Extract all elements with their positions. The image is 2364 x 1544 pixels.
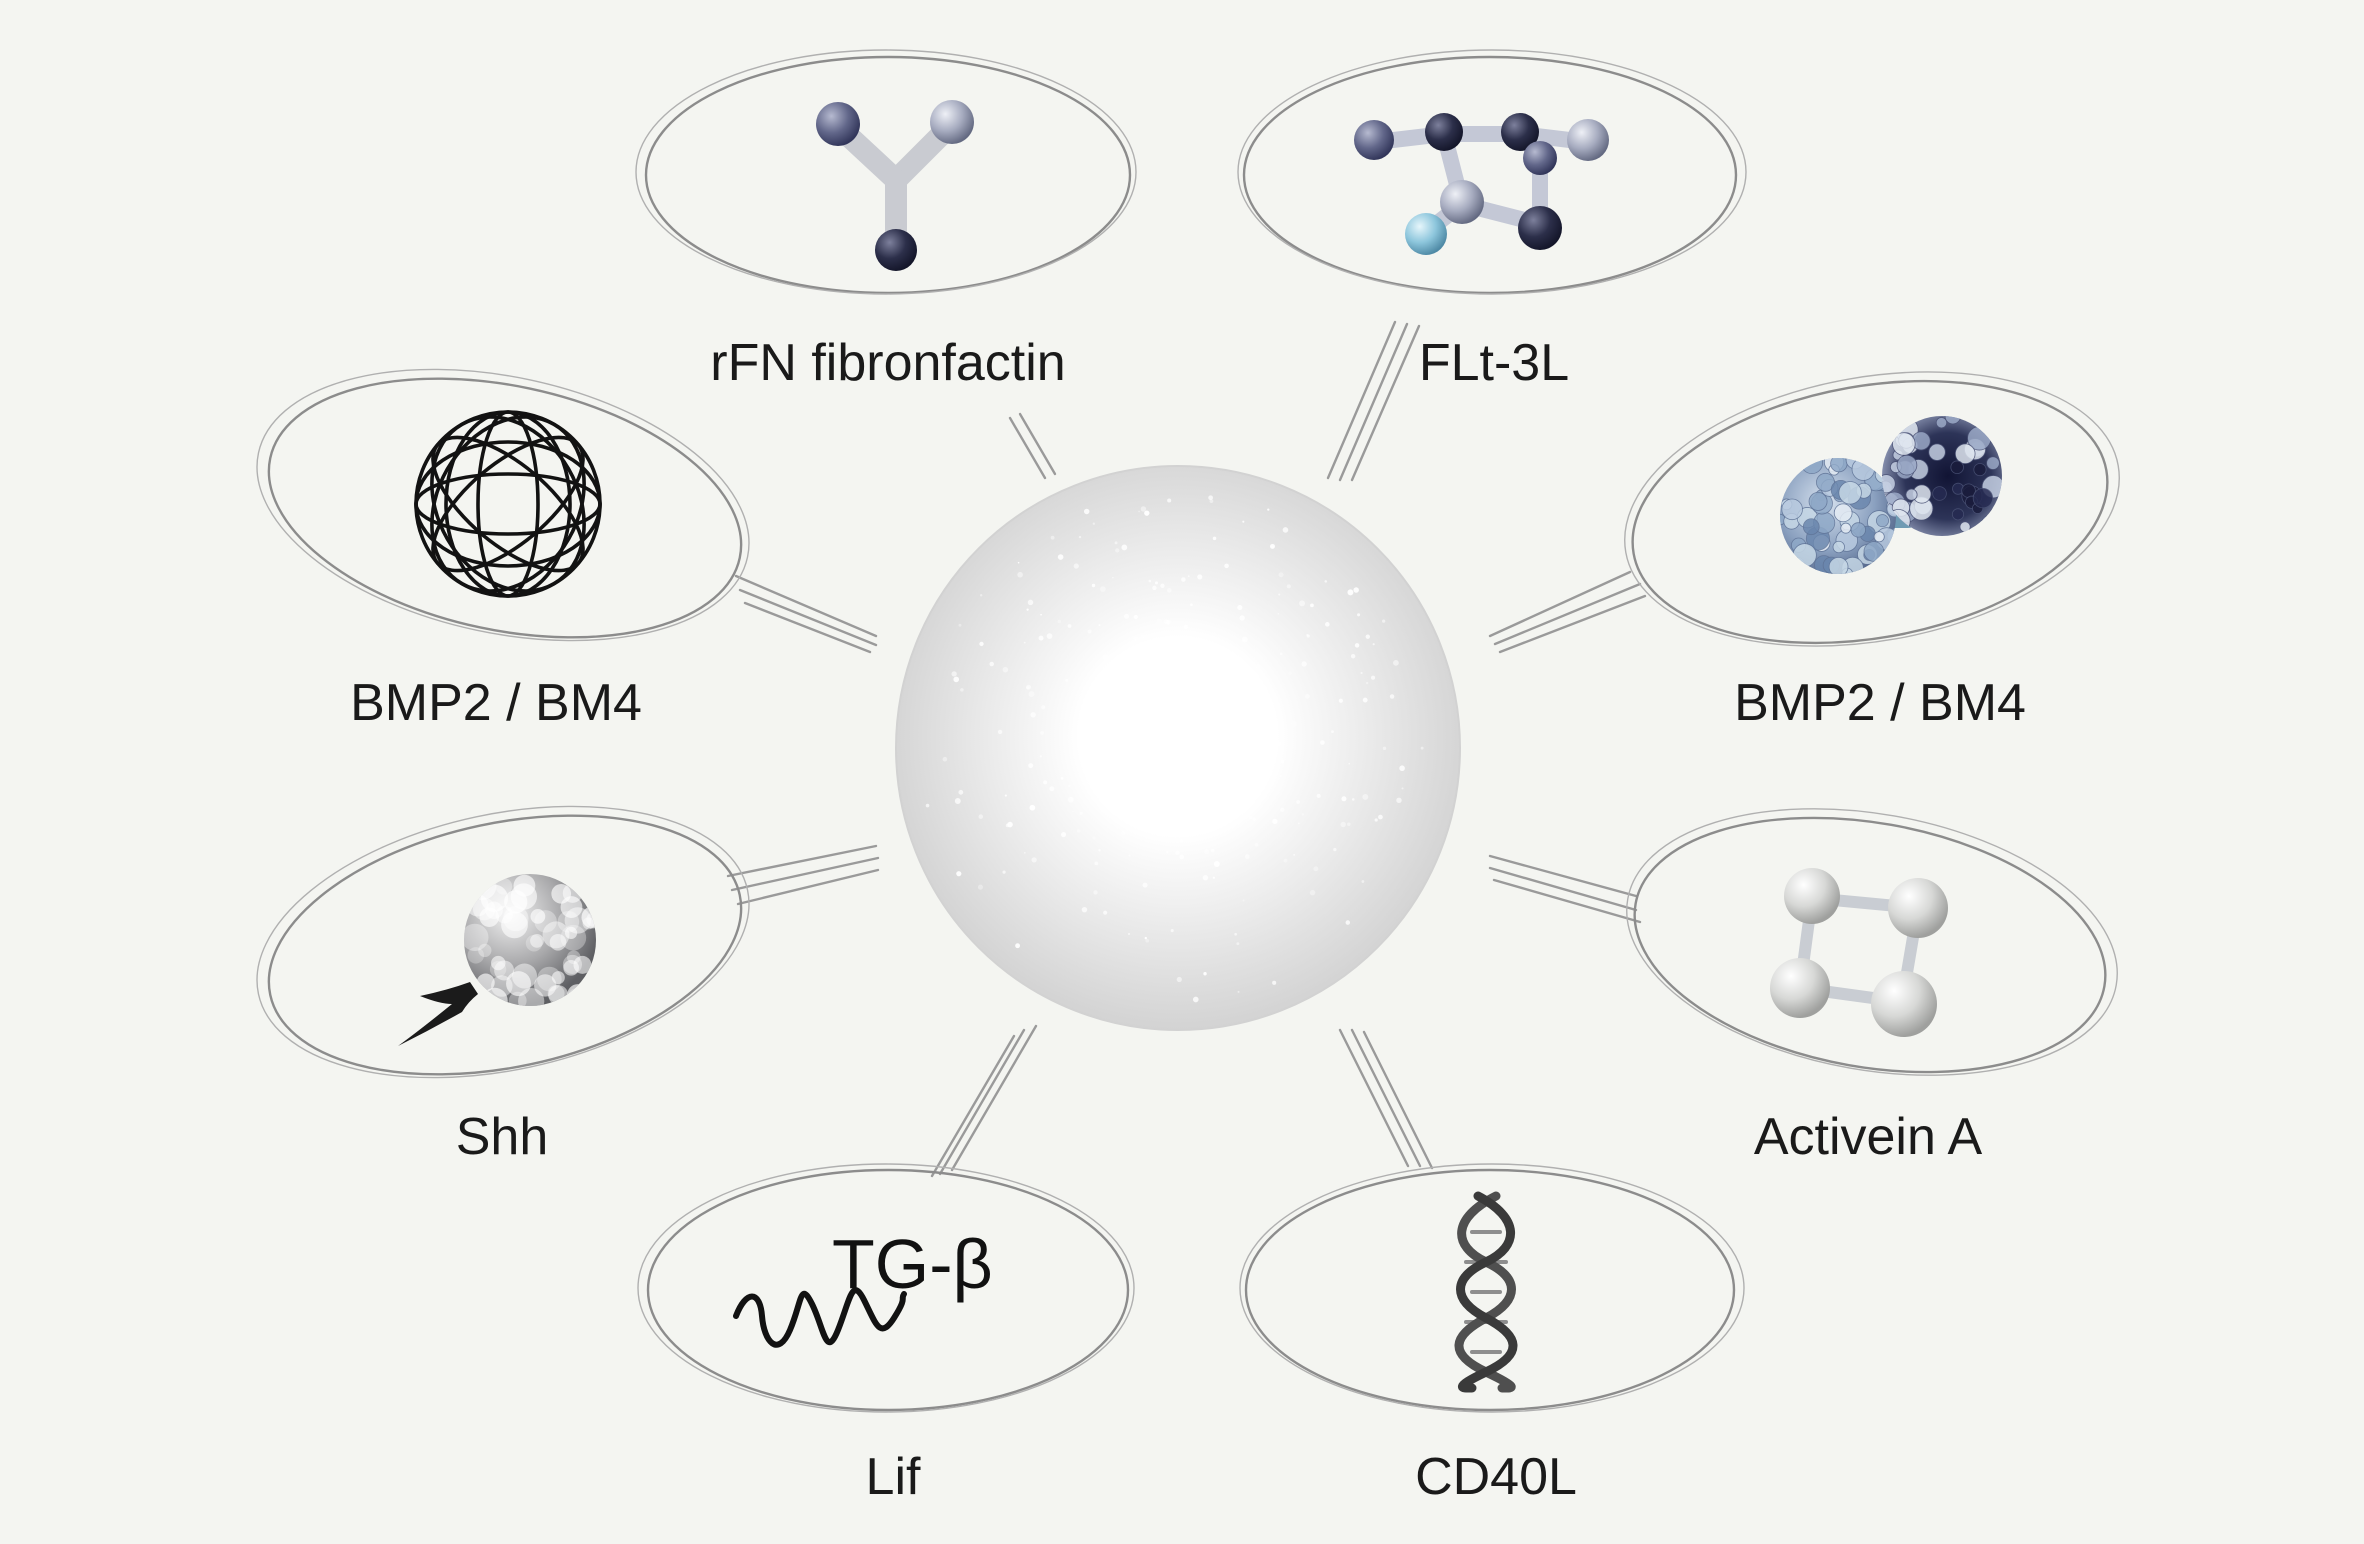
outline-lower-right	[1626, 808, 2118, 1076]
node-label-bottom-right: CD40L	[1415, 1448, 1577, 1506]
connector-mid-right	[1488, 570, 1647, 654]
node-label-lower-right: Activein A	[1754, 1108, 1983, 1166]
connector-lower-left	[726, 844, 880, 906]
node-label-top-left: rFN fibronfactin	[710, 334, 1065, 392]
connector-bottom-right	[1338, 1028, 1434, 1170]
connector-top-left	[1008, 412, 1057, 480]
y-molecule-icon	[816, 100, 974, 271]
outline-bottom-right	[1239, 1163, 1745, 1413]
node-inset-text-bottom-left: TG-β	[832, 1225, 993, 1303]
node-label-mid-left: BMP2 / BM4	[350, 674, 642, 732]
outline-mid-left	[256, 368, 750, 642]
connector-lines	[726, 320, 1647, 1178]
node-label-lower-left: Shh	[456, 1108, 549, 1166]
node-labels: rFN fibronfactin FLt-3L BMP2 / BM4 BMP2 …	[350, 334, 2026, 1506]
outline-top-left	[635, 49, 1137, 295]
outline-bottom-left	[637, 1163, 1135, 1413]
node-outlines	[256, 49, 2120, 1413]
dumbbell-molecule-icon	[1780, 416, 2002, 574]
double-helix-icon	[1454, 1191, 1518, 1393]
connector-lower-right	[1488, 854, 1642, 924]
outline-top-right	[1237, 49, 1747, 295]
node-label-bottom-left: Lif	[866, 1448, 921, 1506]
connector-top-right	[1326, 320, 1421, 482]
connector-mid-left	[734, 574, 878, 654]
central-cell	[895, 465, 1461, 1031]
wave-icon	[733, 1287, 907, 1348]
outline-lower-left	[256, 805, 750, 1079]
outline-mid-right	[1624, 371, 2120, 647]
node-label-top-right: FLt-3L	[1419, 334, 1569, 392]
cell-speckles	[925, 495, 1424, 1003]
node-label-mid-right: BMP2 / BM4	[1734, 674, 2026, 732]
wire-sphere-icon	[414, 410, 602, 598]
square-molecule-icon	[1770, 868, 1948, 1037]
spiked-sphere-icon	[398, 874, 596, 1046]
connector-bottom-left	[930, 1024, 1038, 1178]
ring-molecule-icon	[1354, 113, 1609, 255]
